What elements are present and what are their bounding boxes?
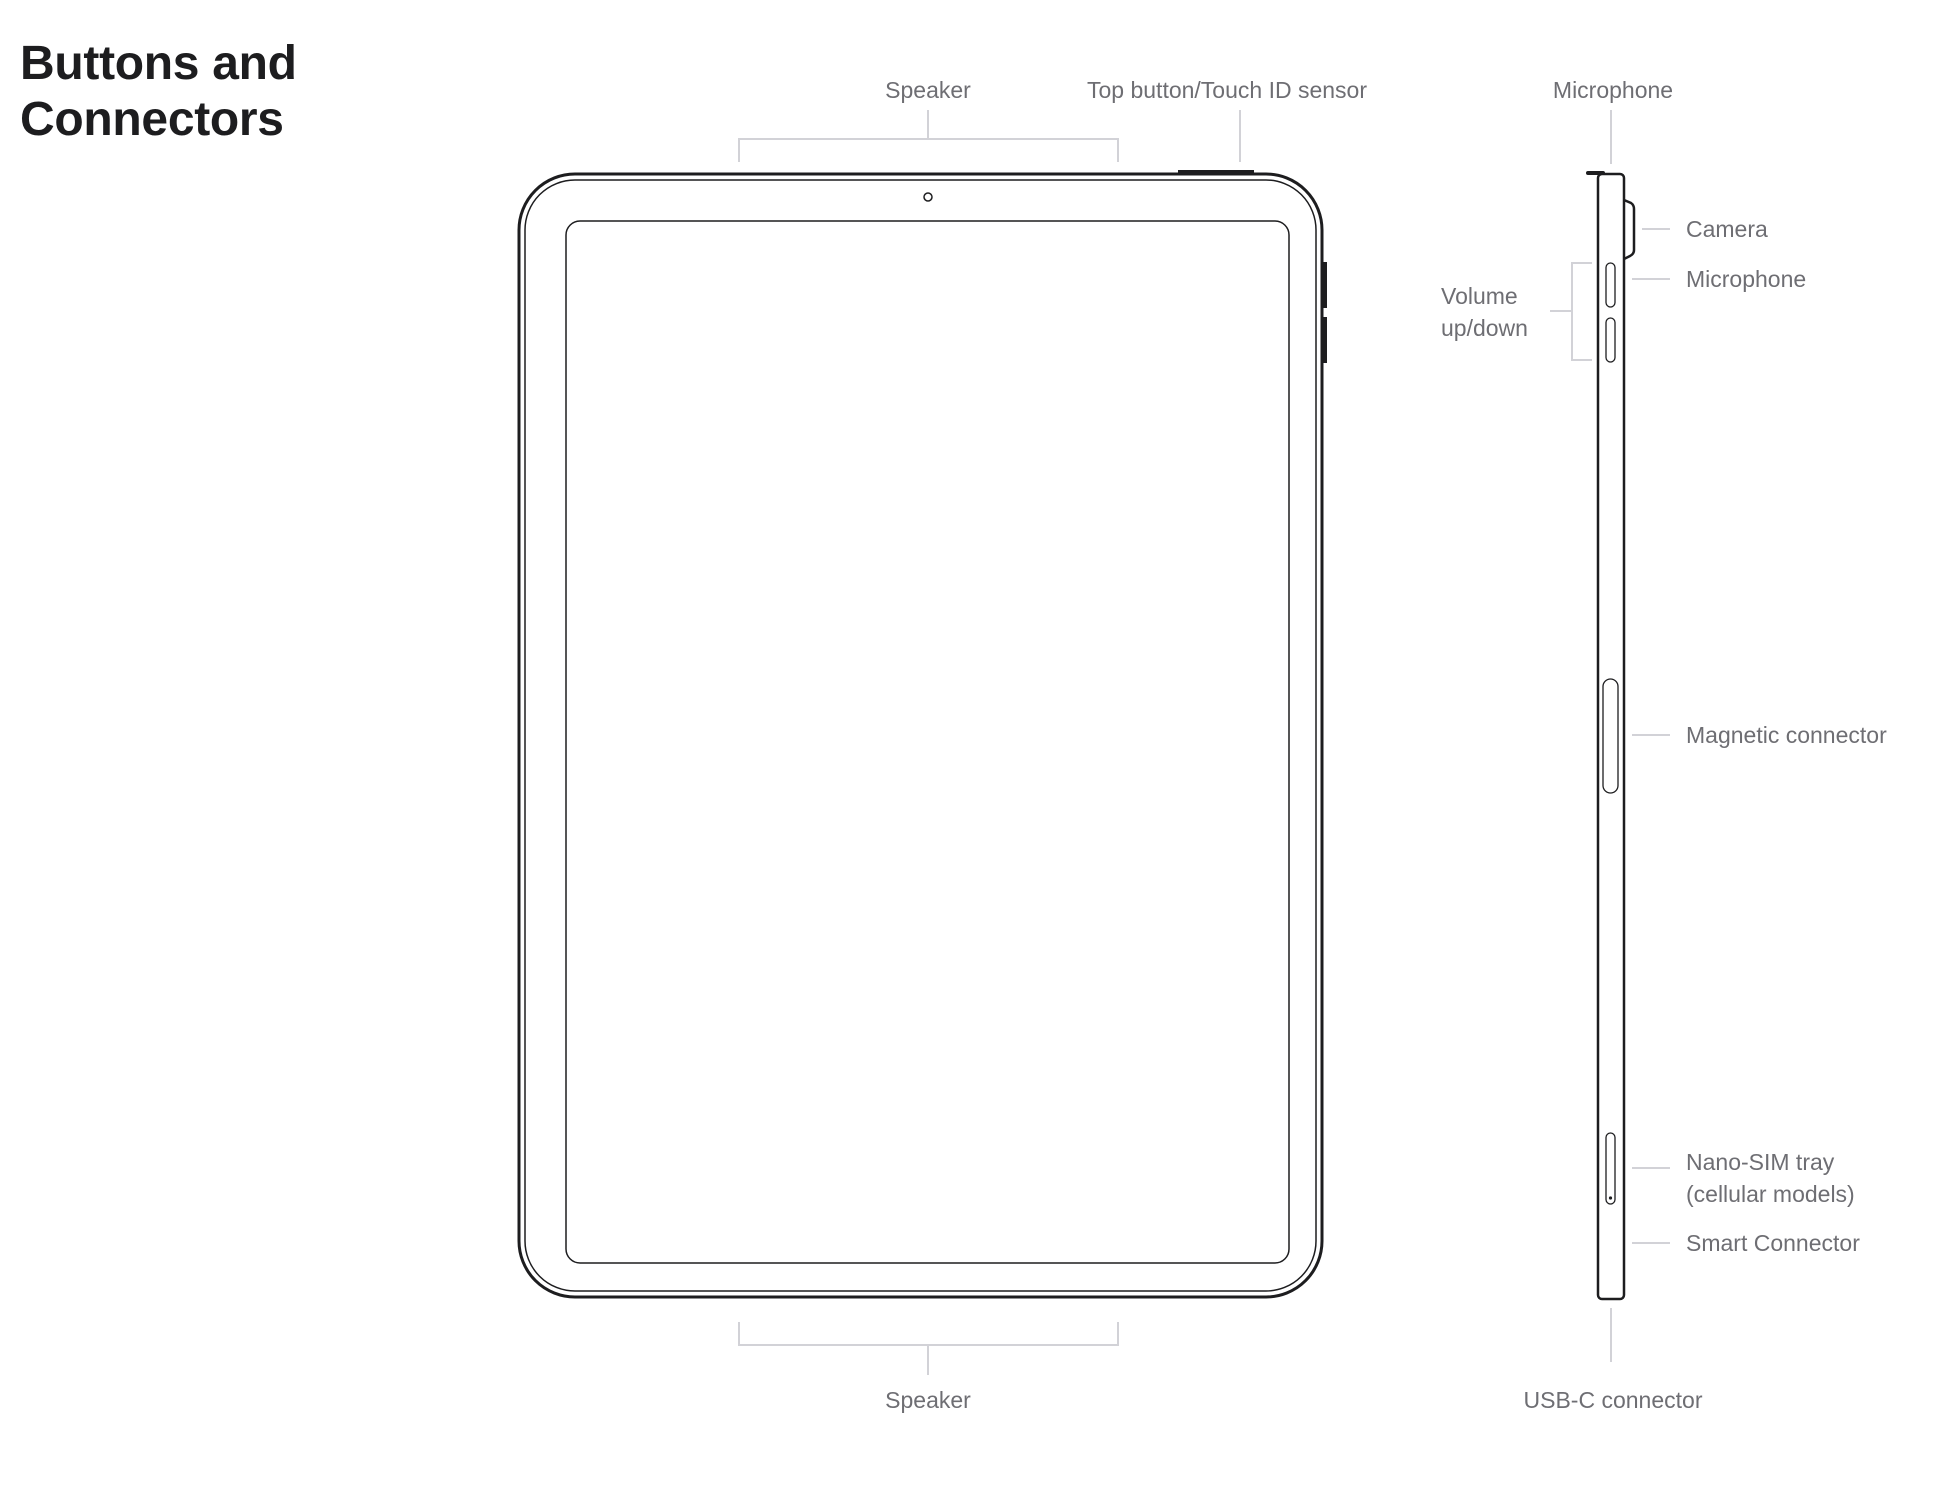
ipad-inner-edge bbox=[524, 179, 1317, 1292]
speaker-bottom-bracket bbox=[738, 1322, 1119, 1375]
label-speaker-top: Speaker bbox=[885, 77, 971, 103]
label-nano-sim-line-2: (cellular models) bbox=[1686, 1181, 1855, 1207]
volume-up-button-shape-side bbox=[1605, 262, 1616, 308]
label-microphone-top: Microphone bbox=[1552, 77, 1674, 103]
page-title-line-2: Connectors bbox=[20, 93, 284, 146]
camera-bump-shape bbox=[1623, 198, 1636, 261]
nano-sim-tray-shape bbox=[1605, 1132, 1616, 1205]
ipad-outer-body bbox=[517, 172, 1324, 1299]
label-nano-sim-line-1: Nano-SIM tray bbox=[1686, 1149, 1835, 1175]
page-title-line-1: Buttons and bbox=[20, 37, 297, 90]
page-title: Buttons and Connectors bbox=[20, 36, 297, 148]
label-camera: Camera bbox=[1686, 216, 1768, 242]
top-button-shape bbox=[1178, 170, 1254, 174]
label-top-button-touch-id: Top button/Touch ID sensor bbox=[1087, 77, 1367, 103]
front-leader-lines bbox=[738, 110, 1241, 1375]
label-usb-c-connector: USB-C connector bbox=[1523, 1387, 1703, 1413]
sim-eject-hole-icon bbox=[1608, 1196, 1613, 1200]
speaker-top-bracket bbox=[738, 110, 1119, 162]
volume-down-button-shape-side bbox=[1605, 317, 1616, 363]
label-volume-line-2: up/down bbox=[1441, 315, 1528, 341]
label-nano-sim-tray: Nano-SIM tray (cellular models) bbox=[1686, 1146, 1855, 1210]
volume-bracket bbox=[1550, 262, 1592, 361]
ipad-front-view bbox=[517, 170, 1327, 1299]
label-speaker-bottom: Speaker bbox=[885, 1387, 971, 1413]
label-volume-line-1: Volume bbox=[1441, 283, 1518, 309]
label-magnetic-connector: Magnetic connector bbox=[1686, 722, 1887, 748]
side-leader-lines bbox=[1550, 110, 1670, 1362]
volume-down-button-shape bbox=[1323, 317, 1327, 363]
magnetic-connector-shape bbox=[1602, 678, 1619, 794]
front-camera-icon bbox=[923, 192, 933, 202]
ipad-screen bbox=[565, 220, 1290, 1264]
label-microphone-side: Microphone bbox=[1686, 266, 1807, 292]
label-smart-connector: Smart Connector bbox=[1686, 1230, 1860, 1256]
ipad-side-view bbox=[1586, 171, 1636, 1301]
volume-up-button-shape bbox=[1323, 262, 1327, 308]
ipad-side-body bbox=[1596, 172, 1626, 1301]
label-volume-up-down: Volume up/down bbox=[1441, 280, 1528, 344]
